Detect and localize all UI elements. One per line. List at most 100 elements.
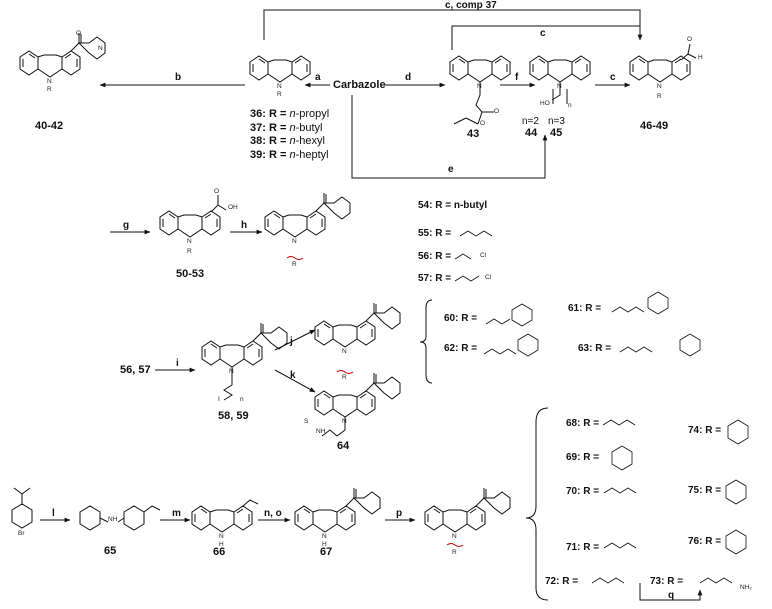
atom-N-60: N <box>342 348 347 355</box>
atom-Cl-56: Cl <box>480 252 487 259</box>
atom-O-40: O <box>76 30 82 37</box>
atom-n-58: n <box>240 396 244 403</box>
label-40-42: 40-42 <box>35 120 64 132</box>
r76-ring <box>725 529 747 555</box>
arrow-q <box>639 583 703 601</box>
r-item-37: 37: R = n-butyl <box>250 121 323 134</box>
atom-S-64: S <box>304 418 309 425</box>
r61-ring <box>647 291 669 315</box>
compound-64-structure <box>314 372 401 437</box>
r63-ring <box>679 333 701 357</box>
compound-66-structure <box>191 499 259 533</box>
atom-OH-50: OH <box>228 204 238 211</box>
r73-sketch <box>699 577 733 584</box>
reagent-q: q <box>668 590 675 601</box>
label-67: 67 <box>320 546 333 558</box>
atom-O-43a: O <box>494 108 500 115</box>
reagent-i: i <box>176 358 179 369</box>
compound-58-59-structure <box>201 322 288 401</box>
label-43: 43 <box>467 128 480 140</box>
compound-60-63-structure <box>314 302 401 374</box>
r61-sketch <box>611 306 645 313</box>
atom-R-36: R <box>277 91 282 98</box>
r72-sketch <box>591 577 625 584</box>
atom-N-44: N <box>557 83 562 90</box>
r-list-36-39: 36: R = n-propyl 37: R = n-butyl 38: R =… <box>250 108 329 162</box>
r75-ring <box>725 479 747 505</box>
atom-N-46: N <box>657 83 662 90</box>
r69-ring <box>611 445 633 471</box>
arrow-e <box>351 95 548 179</box>
r-def-71: 71: R = <box>566 542 600 553</box>
reagent-c-comp37: c, comp 37 <box>445 0 497 11</box>
compound-54-57-structure <box>264 192 351 260</box>
r-def-61: 61: R = <box>568 303 602 314</box>
atom-R-40: R <box>47 86 52 93</box>
reagent-a: a <box>315 72 321 83</box>
r60-sketch <box>485 318 511 325</box>
label-56-57: 56, 57 <box>120 364 151 376</box>
atom-R-60: R <box>342 374 347 381</box>
bracket-68-76 <box>525 407 549 601</box>
label-45: 45 <box>550 127 563 139</box>
r56-sketch <box>454 253 472 260</box>
reagent-p: p <box>396 508 403 519</box>
atom-O-50: O <box>214 188 220 195</box>
label-64: 64 <box>337 440 350 452</box>
atom-R-68: R <box>452 549 457 556</box>
methyl-4-bromobenzoate-structure <box>11 487 33 529</box>
r-def-69: 69: R = <box>566 452 600 463</box>
atom-O-43b: O <box>480 120 486 127</box>
reagent-h: h <box>241 220 248 231</box>
atom-N-54: N <box>292 238 297 245</box>
atom-N-36: N <box>277 83 282 90</box>
atom-N-40: N <box>47 78 52 85</box>
atom-H-46: H <box>698 54 703 61</box>
atom-NH2-73: NH₂ <box>740 584 752 591</box>
r-def-74: 74: R = <box>688 425 722 436</box>
atom-NH-65: NH <box>108 516 118 523</box>
r71-sketch <box>603 542 637 549</box>
reagent-c2: c <box>540 28 546 39</box>
atom-H-66: H <box>219 541 224 548</box>
reagent-b: b <box>175 72 182 83</box>
atom-N-67: N <box>322 533 327 540</box>
r-def-56: 56: R = <box>418 251 452 262</box>
compound-46-49-structure <box>629 43 697 83</box>
r62-ring <box>517 333 539 357</box>
atom-N-50: N <box>187 238 192 245</box>
r57-sketch <box>454 275 480 282</box>
r60-ring <box>511 303 533 327</box>
reagent-l: l <box>52 508 55 519</box>
atom-O-46: O <box>687 36 693 43</box>
r-def-75: 75: R = <box>688 485 722 496</box>
atom-N-58: N <box>229 368 234 375</box>
reagent-no: n, o <box>264 508 282 519</box>
atom-I-58: I <box>218 396 220 403</box>
label-n2: n=2 <box>522 116 539 127</box>
r-def-73: 73: R = <box>650 576 684 587</box>
atom-N-pip-40: N <box>98 45 103 52</box>
r-def-55: 55: R = <box>418 228 452 239</box>
compound-40-42-structure <box>19 32 106 78</box>
r-def-57: 57: R = <box>418 273 452 284</box>
label-46-49: 46-49 <box>640 120 669 132</box>
r63-sketch <box>619 346 653 353</box>
atom-R-46: R <box>657 93 662 100</box>
atom-Cl-57: Cl <box>485 274 492 281</box>
reagent-f: f <box>515 72 519 83</box>
r-def-54: 54: R = n-butyl <box>418 200 488 211</box>
r-item-36: 36: R = n-propyl <box>250 108 330 120</box>
atom-R-54: R <box>292 261 297 268</box>
reagent-k: k <box>290 370 296 381</box>
brace-60-63 <box>419 299 433 384</box>
label-n3: n=3 <box>548 116 565 127</box>
label-50-53: 50-53 <box>176 268 205 280</box>
atom-N-66: N <box>219 533 224 540</box>
arrow-k <box>274 369 316 393</box>
compound-67-structure <box>294 487 381 533</box>
r74-ring <box>727 419 749 445</box>
reagent-d: d <box>405 72 412 83</box>
compound-44-45-structure <box>529 55 591 104</box>
